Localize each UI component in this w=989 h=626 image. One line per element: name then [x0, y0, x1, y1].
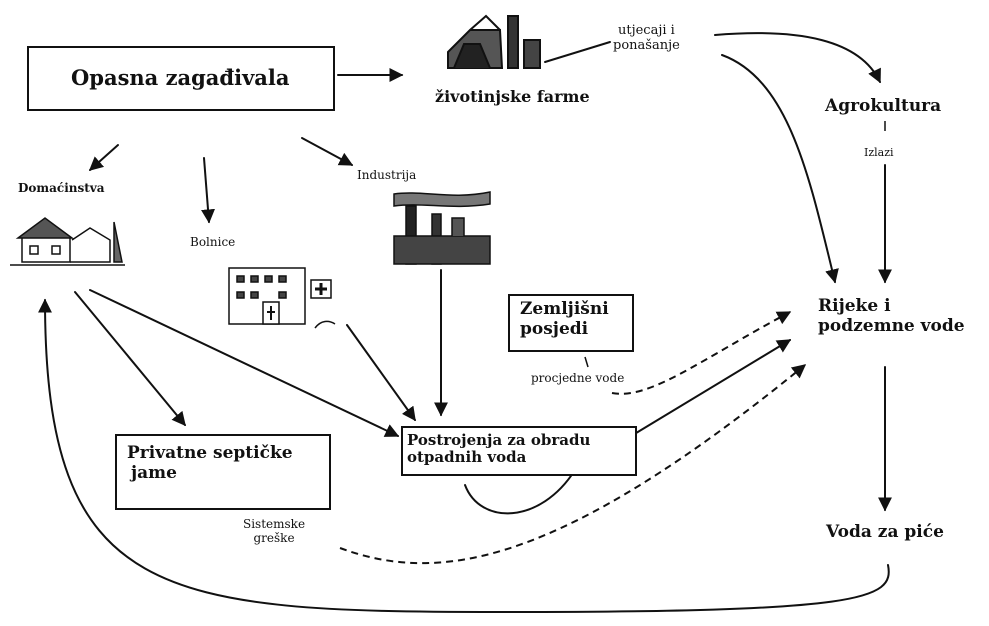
- dashed-failures-to-rivers: [339, 364, 807, 565]
- hazardous-pollutants-label: Opasna zagađivala: [71, 65, 290, 90]
- treatment-plants-box: Postrojenja za obradu otpadnih voda: [401, 426, 637, 476]
- system-failures-label: Sistemske greške: [243, 517, 306, 545]
- arrow-treatment-to-rivers: [464, 339, 792, 515]
- septic-tanks-box: Privatne septičke jame: [115, 434, 331, 510]
- land-holdings-box: Zemljišni posjedi: [508, 294, 634, 352]
- arrow-impacts-to-rivers: [721, 54, 839, 284]
- arrow-drinking-water-to-households: [38, 298, 890, 614]
- house-icon: [10, 217, 125, 266]
- septic-tanks-label: Privatne septičke jame: [127, 443, 293, 483]
- households-label: Domaćinstva: [18, 181, 105, 195]
- impacts-behavior-label: utjecaji i ponašanje: [613, 23, 680, 53]
- arrow-pollutants-to-industry: [301, 137, 354, 166]
- arrow-pollutants-to-hospitals: [201, 157, 215, 224]
- agriculture-label: Agrokultura: [825, 96, 942, 116]
- land-holdings-label: Zemljišni posjedi: [520, 299, 609, 339]
- arrow-households-to-treatment: [89, 289, 400, 437]
- hazardous-pollutants-box: Opasna zagađivala: [27, 46, 335, 111]
- arrow-pollutants-to-households: [88, 144, 119, 171]
- outputs-label: Izlazi: [864, 146, 894, 159]
- industry-label: Industrija: [357, 168, 417, 182]
- animal-farms-label: životinjske farme: [435, 87, 590, 106]
- arrow-hospitals-to-treatment: [346, 324, 416, 422]
- arrow-landholdings-to-leachate: [584, 356, 589, 368]
- treatment-plants-label: Postrojenja za obradu otpadnih voda: [407, 431, 591, 467]
- drinking-water-label: Voda za piće: [826, 522, 944, 542]
- line-farms-to-impacts: [544, 41, 611, 63]
- dashed-leachate-to-rivers: [611, 311, 792, 395]
- factory-icon: [393, 191, 491, 265]
- leachate-label: procjedne vode: [531, 371, 625, 385]
- hospital-icon: [228, 267, 336, 329]
- hospitals-label: Bolnice: [190, 235, 236, 249]
- arrow-impacts-to-agriculture: [714, 32, 881, 84]
- arrow-households-to-septic: [74, 291, 186, 427]
- rivers-groundwater-label: Rijeke i podzemne vode: [818, 296, 965, 336]
- farm-icon: [447, 14, 541, 69]
